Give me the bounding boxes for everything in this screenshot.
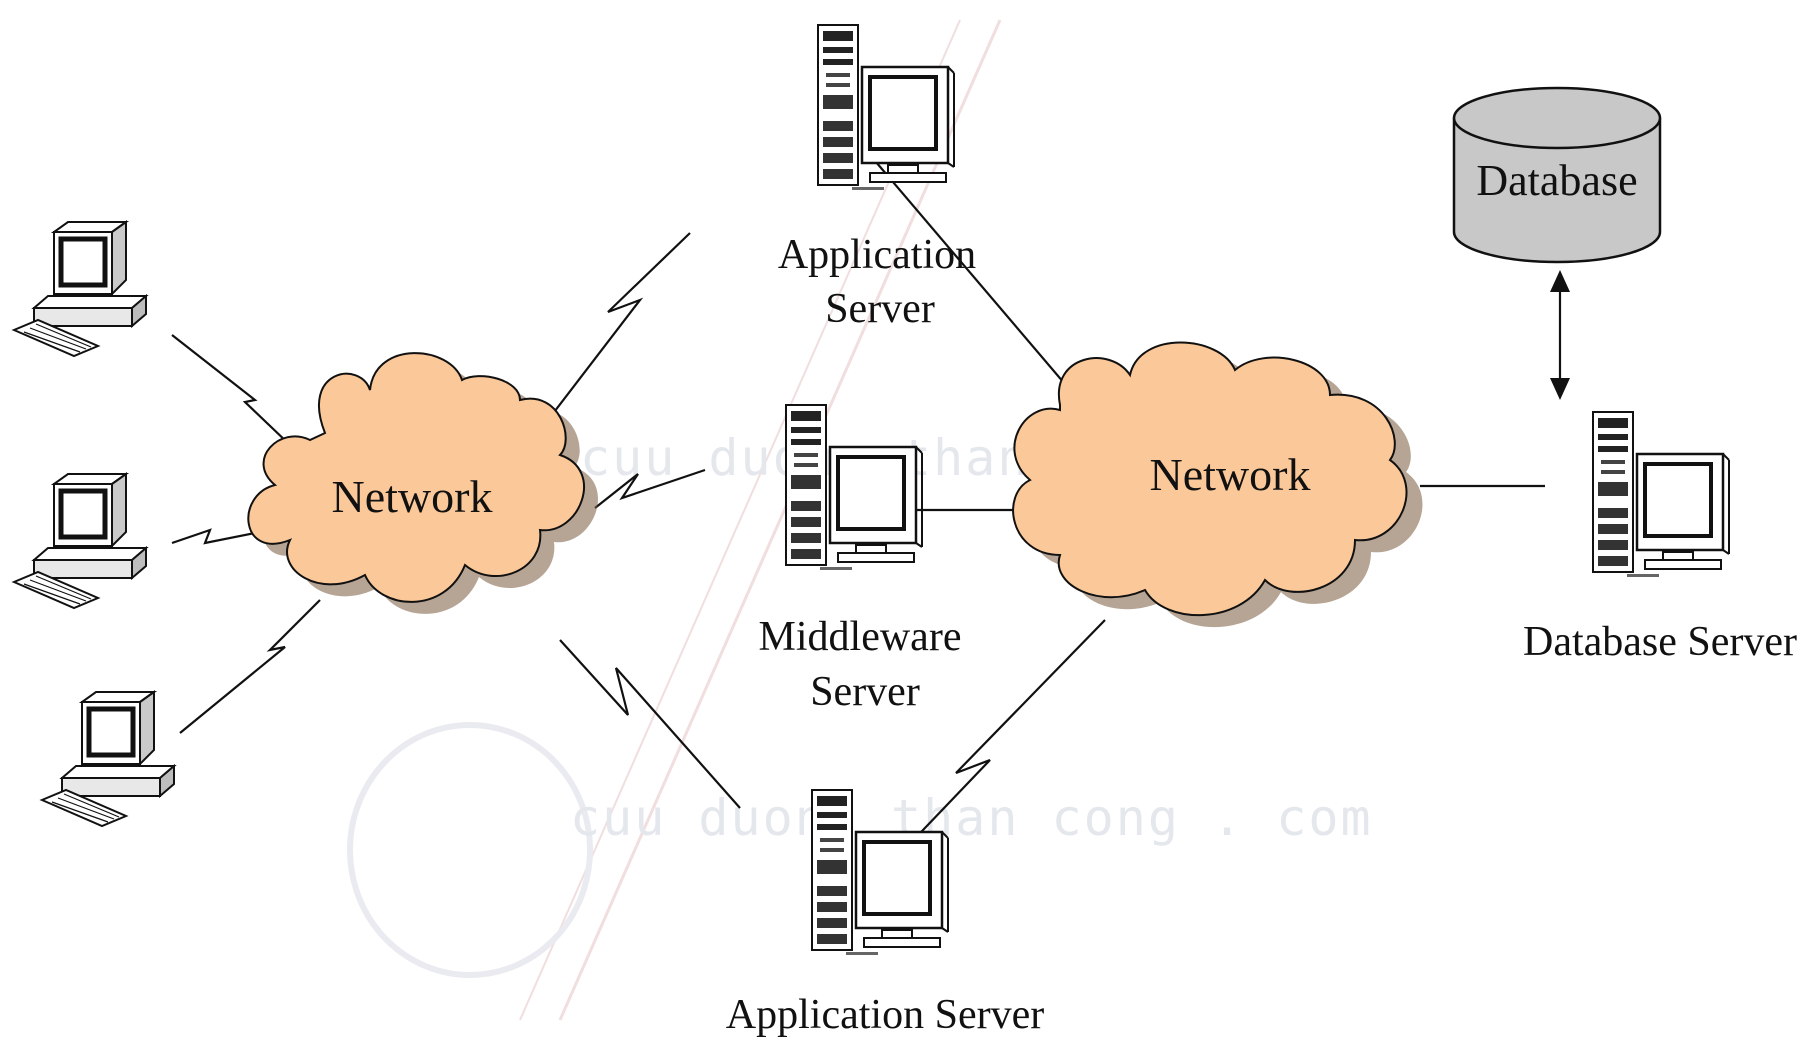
link-client1-network — [171, 334, 291, 446]
database-server-label: Database Server — [1523, 619, 1797, 665]
connections — [171, 154, 1570, 876]
application-server-bottom: Application Server — [726, 788, 1044, 1038]
database-cylinder: Database — [1452, 86, 1662, 264]
application-server-top: Application Server — [778, 23, 976, 332]
desktop-computer-icon — [14, 222, 146, 356]
watermark-text-2: cuu duong than cong . com — [570, 789, 1373, 847]
app-server-bottom-label: Application Server — [726, 992, 1044, 1038]
server-icon — [1591, 410, 1731, 579]
client-computer-1 — [14, 222, 146, 356]
desktop-computer-icon — [42, 692, 174, 826]
client-computer-2 — [14, 474, 146, 608]
db-arrow-head-up — [1550, 270, 1570, 292]
app-server-top-label-line2: Server — [825, 286, 935, 332]
network-right-label: Network — [1150, 449, 1311, 500]
server-icon — [816, 23, 956, 192]
network-cloud-right: Network — [1012, 341, 1423, 628]
link-client3-network — [179, 599, 321, 734]
app-server-top-label-line1: Application — [778, 232, 976, 278]
link-network-middleware — [594, 468, 706, 509]
middleware-server-label-line1: Middleware — [759, 614, 962, 660]
link-network-app-bottom — [559, 639, 741, 809]
link-client2-network — [171, 528, 271, 545]
database-label: Database — [1476, 156, 1637, 205]
link-app-top-network — [869, 154, 1071, 391]
link-network-app-top — [547, 232, 691, 421]
middleware-server: Middleware Server — [759, 403, 962, 715]
desktop-computer-icon — [14, 474, 146, 608]
database-server: Database Server — [1523, 410, 1797, 665]
network-cloud-left: Network — [247, 352, 598, 614]
middleware-server-label-line2: Server — [810, 669, 920, 715]
db-arrow-head-down — [1550, 378, 1570, 400]
link-app-bottom-network — [879, 619, 1106, 876]
client-computer-3 — [42, 692, 174, 826]
network-left-label: Network — [332, 471, 493, 522]
